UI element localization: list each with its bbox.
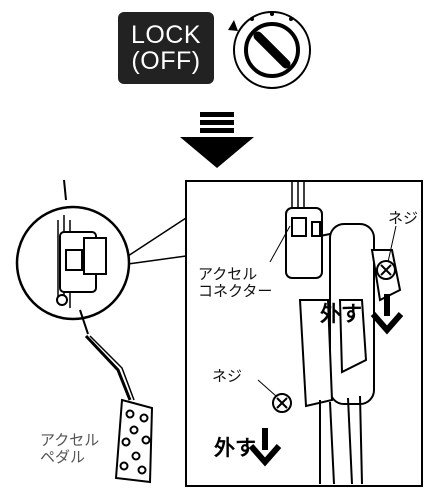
accel-pedal-line1: アクセル [40, 432, 100, 449]
down-arrow-icon [248, 428, 282, 467]
remove-label-bottom: 外す [214, 437, 256, 460]
down-step-arrow-icon [180, 112, 254, 168]
accel-pedal-line2: ペダル [40, 449, 86, 467]
down-arrow-icon [370, 294, 404, 335]
ignition-key-icon [228, 11, 311, 89]
screw-bottom-icon [272, 393, 292, 413]
screw-top-icon [376, 260, 396, 280]
lock-text: LOCK [130, 20, 202, 49]
screw-label-top: ネジ [388, 210, 419, 227]
detail-panel [127, 180, 423, 487]
accel-connector-line1: アクセル [198, 266, 258, 283]
lock-off-badge: LOCK (OFF) [118, 12, 214, 84]
off-text: (OFF) [131, 47, 201, 75]
accel-connector-line2: コネクター [198, 283, 273, 301]
screw-label-bottom: ネジ [212, 368, 243, 385]
accel-connector-label: アクセル コネクター [198, 266, 272, 301]
remove-label-top: 外す [320, 303, 362, 326]
accel-pedal-label: アクセル ペダル [40, 432, 99, 467]
pedal-overview [15, 179, 154, 484]
leader-lines [257, 225, 397, 397]
pedal-sensor-closeup [285, 182, 402, 485]
